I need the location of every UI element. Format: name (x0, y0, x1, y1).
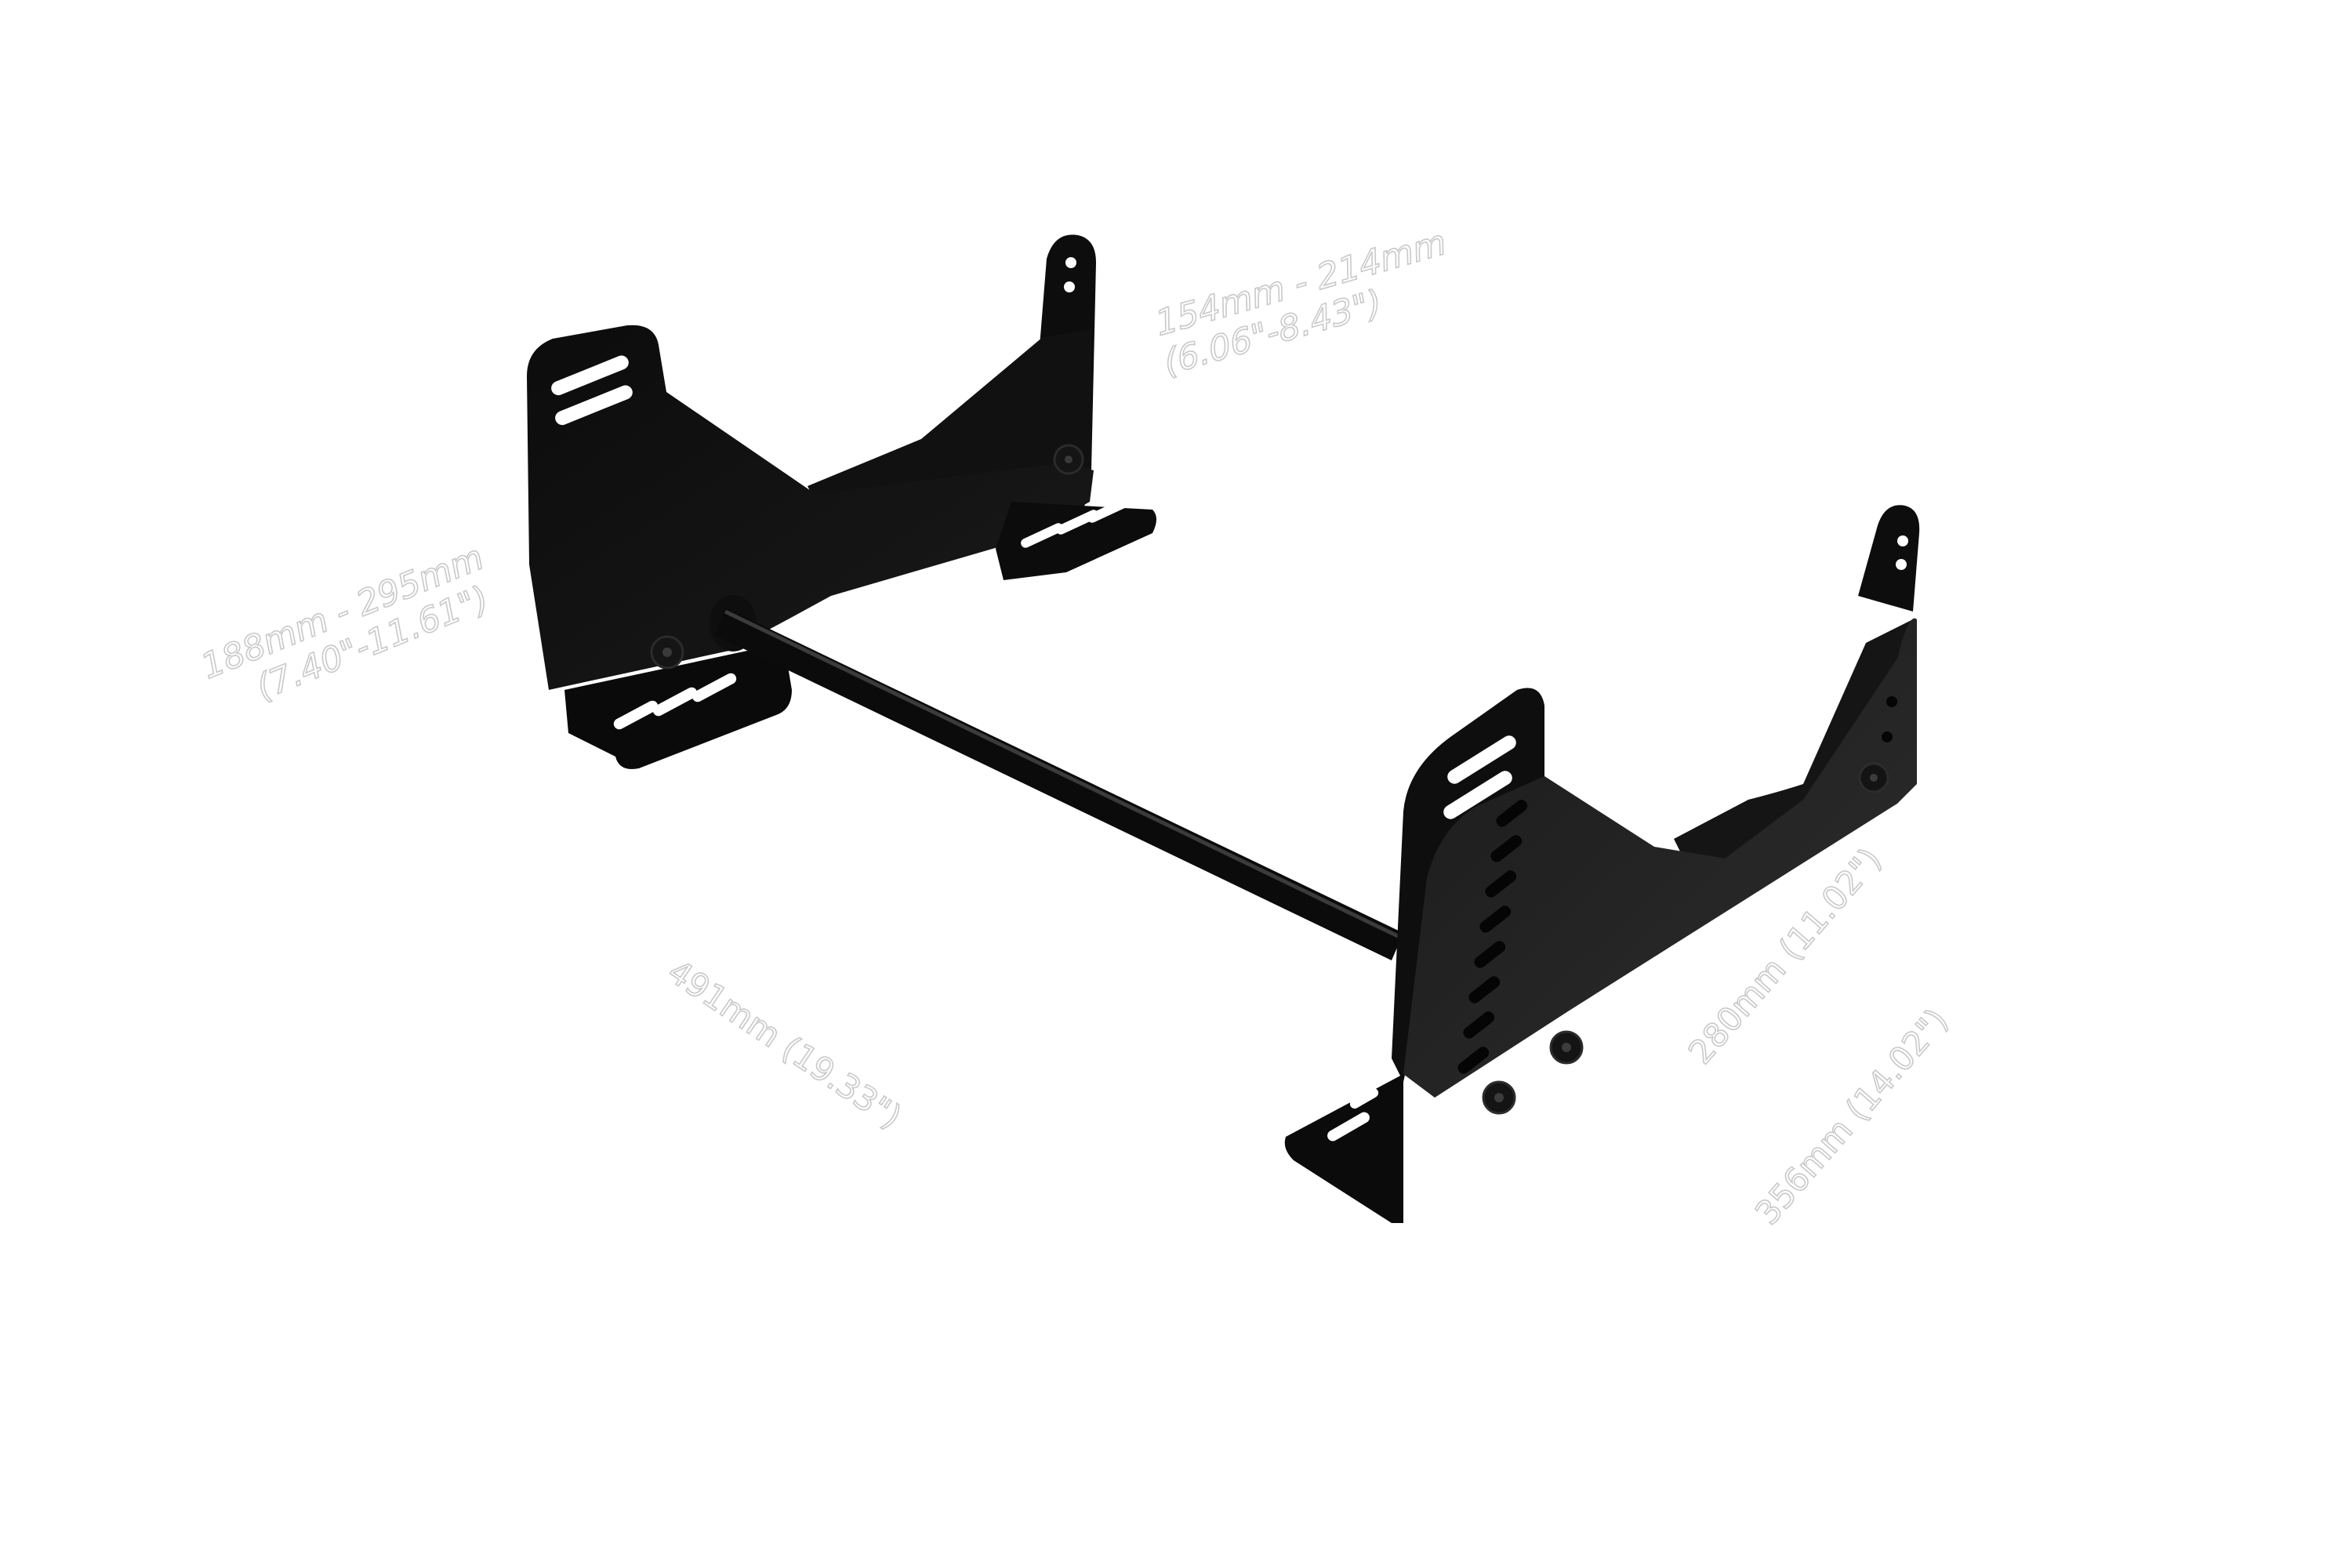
right-bracket-foot-flange (1284, 1074, 1403, 1223)
adjustment-slots (1457, 800, 1528, 1074)
left-bracket (527, 234, 1156, 769)
right-bracket-side-plate (1403, 618, 1917, 1098)
right-bracket-front-ear (1392, 688, 1544, 1082)
crossbar-tube (715, 608, 1403, 960)
right-bracket (1284, 505, 1920, 1223)
left-bracket-side-plate (527, 325, 1094, 690)
